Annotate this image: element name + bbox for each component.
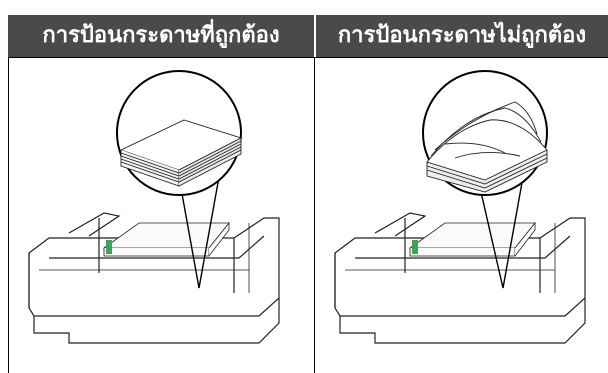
tray-correct-illustration bbox=[9, 58, 314, 373]
table-header-row: การป้อนกระดาษที่ถูกต้อง การป้อนกระดาษไม่… bbox=[8, 15, 608, 57]
header-correct-loading: การป้อนกระดาษที่ถูกต้อง bbox=[8, 15, 314, 57]
cell-incorrect-illustration bbox=[315, 58, 608, 373]
cell-correct-illustration bbox=[9, 58, 314, 373]
green-guide-tab bbox=[106, 240, 112, 254]
header-incorrect-loading: การป้อนกระดาษไม่ถูกต้อง bbox=[316, 15, 608, 57]
paper-stack-in-tray bbox=[410, 223, 535, 256]
tray-incorrect-illustration bbox=[315, 58, 608, 373]
green-guide-tab bbox=[412, 240, 418, 254]
